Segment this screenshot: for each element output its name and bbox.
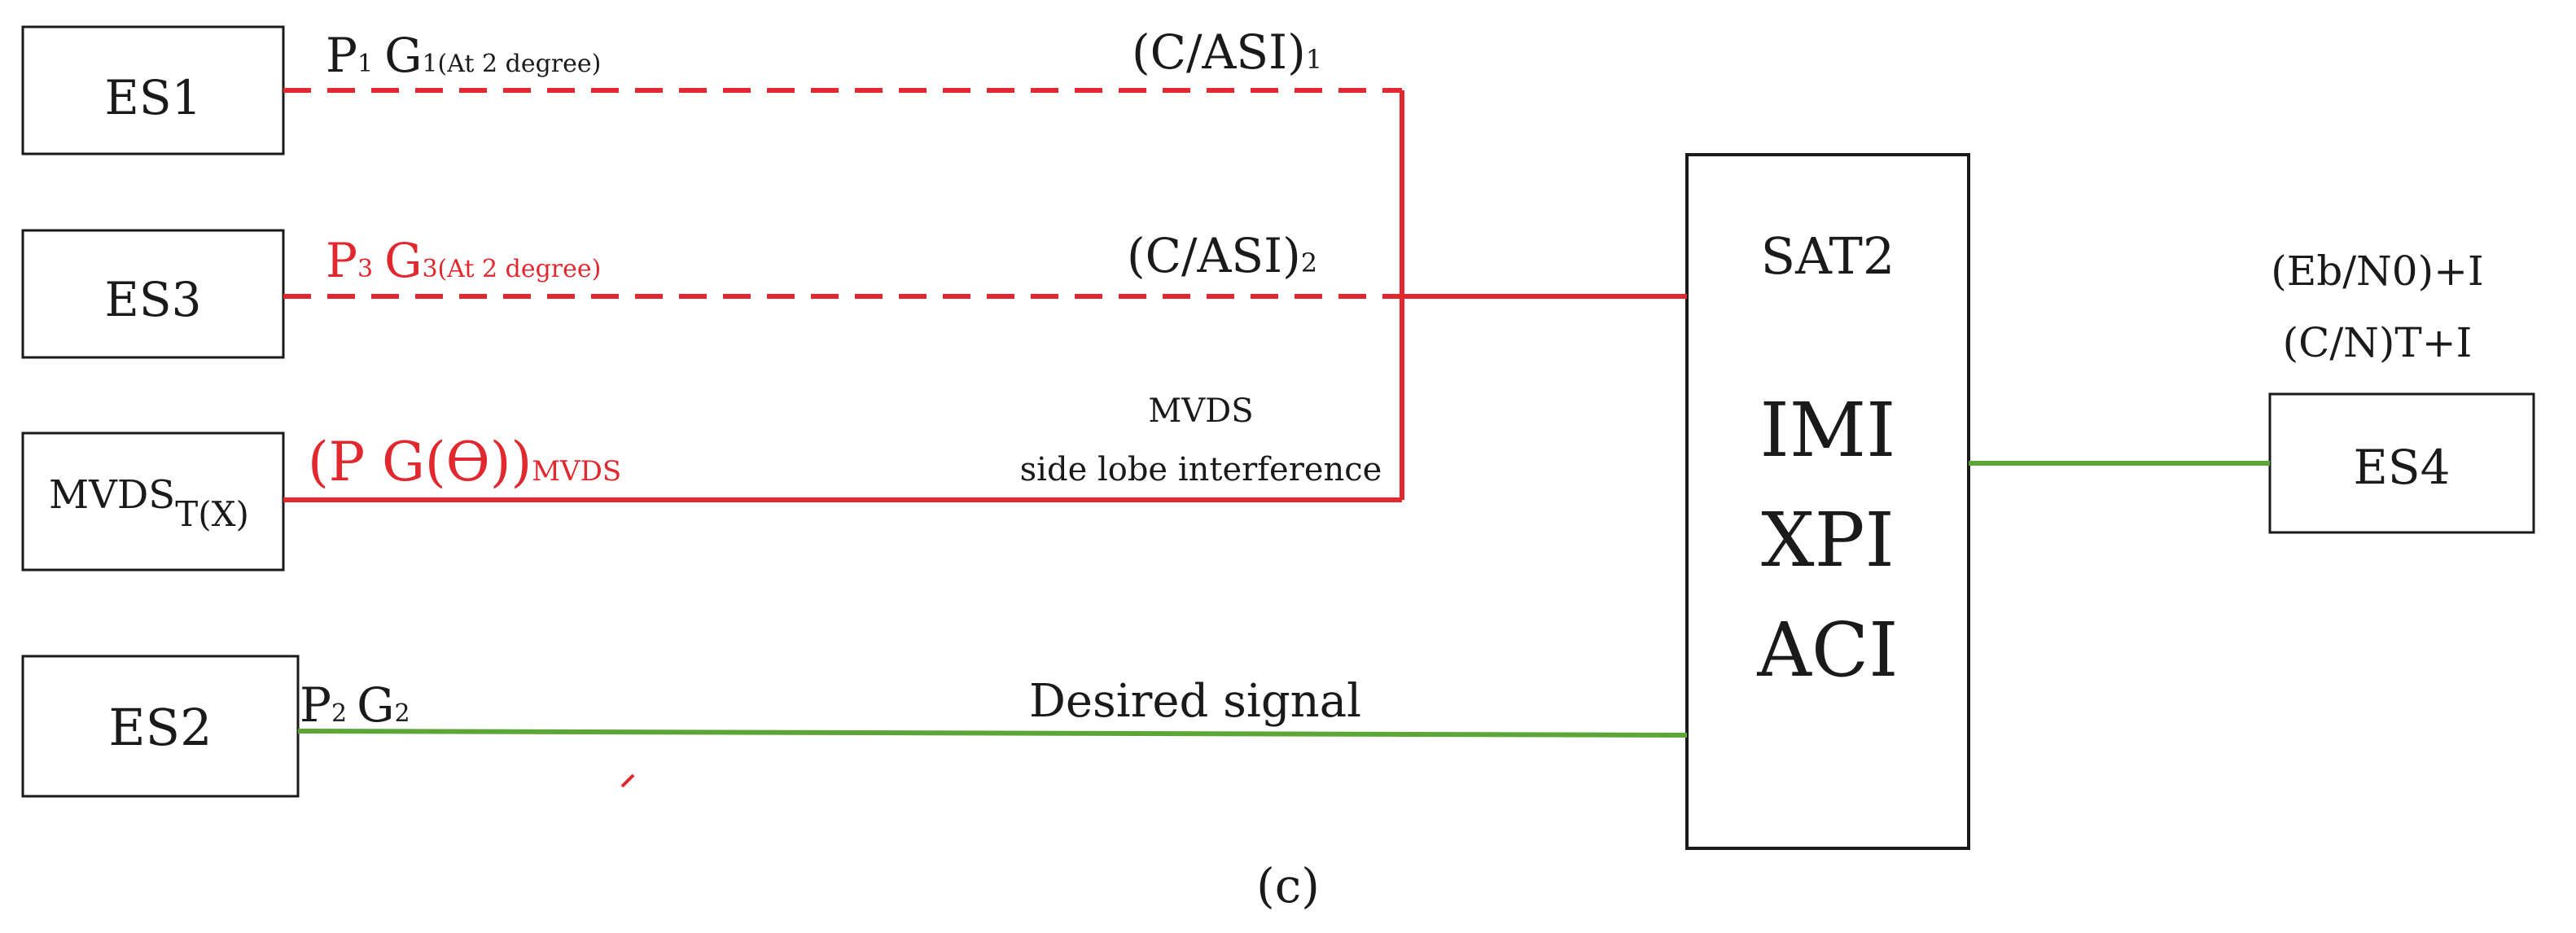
cnt-label: (C/N)T+I [2283, 319, 2473, 366]
sat2-aci: ACI [1756, 607, 1898, 694]
mvds-sub: T(X) [175, 494, 249, 534]
mvds-interference-line2: side lobe interference [1020, 451, 1382, 488]
mvds-power-gain-label: (P G(ϴ))MVDS [308, 431, 621, 493]
es2-label: ES2 [108, 698, 212, 757]
es1-box [21, 25, 285, 156]
es3-label: ES3 [105, 272, 202, 327]
mvds-interference-line1: MVDS [1148, 392, 1253, 430]
sat2-title: SAT2 [1761, 226, 1895, 286]
desired-link [297, 729, 1688, 738]
stray-mark [620, 773, 635, 788]
sat2-imi: IMI [1760, 387, 1896, 474]
es4-label: ES4 [2354, 440, 2451, 495]
casi1-label: (C/ASI)1 [1132, 24, 1322, 80]
desired-signal-label: Desired signal [1029, 675, 1361, 728]
mvds-box [21, 431, 285, 572]
ebn0-label: (Eb/N0)+I [2271, 247, 2484, 295]
casi2-label: (C/ASI)2 [1127, 228, 1317, 283]
es3-box [21, 229, 285, 359]
es2-box [21, 655, 300, 798]
es4-box [2268, 392, 2535, 534]
sat2-box [1685, 153, 1970, 850]
figure-caption: (c) [1256, 858, 1320, 913]
mvds-main: MVDS [49, 472, 175, 518]
sat2-xpi: XPI [1761, 497, 1895, 584]
mvds-label: MVDST(X) [49, 472, 249, 534]
es1-label: ES1 [105, 70, 202, 125]
